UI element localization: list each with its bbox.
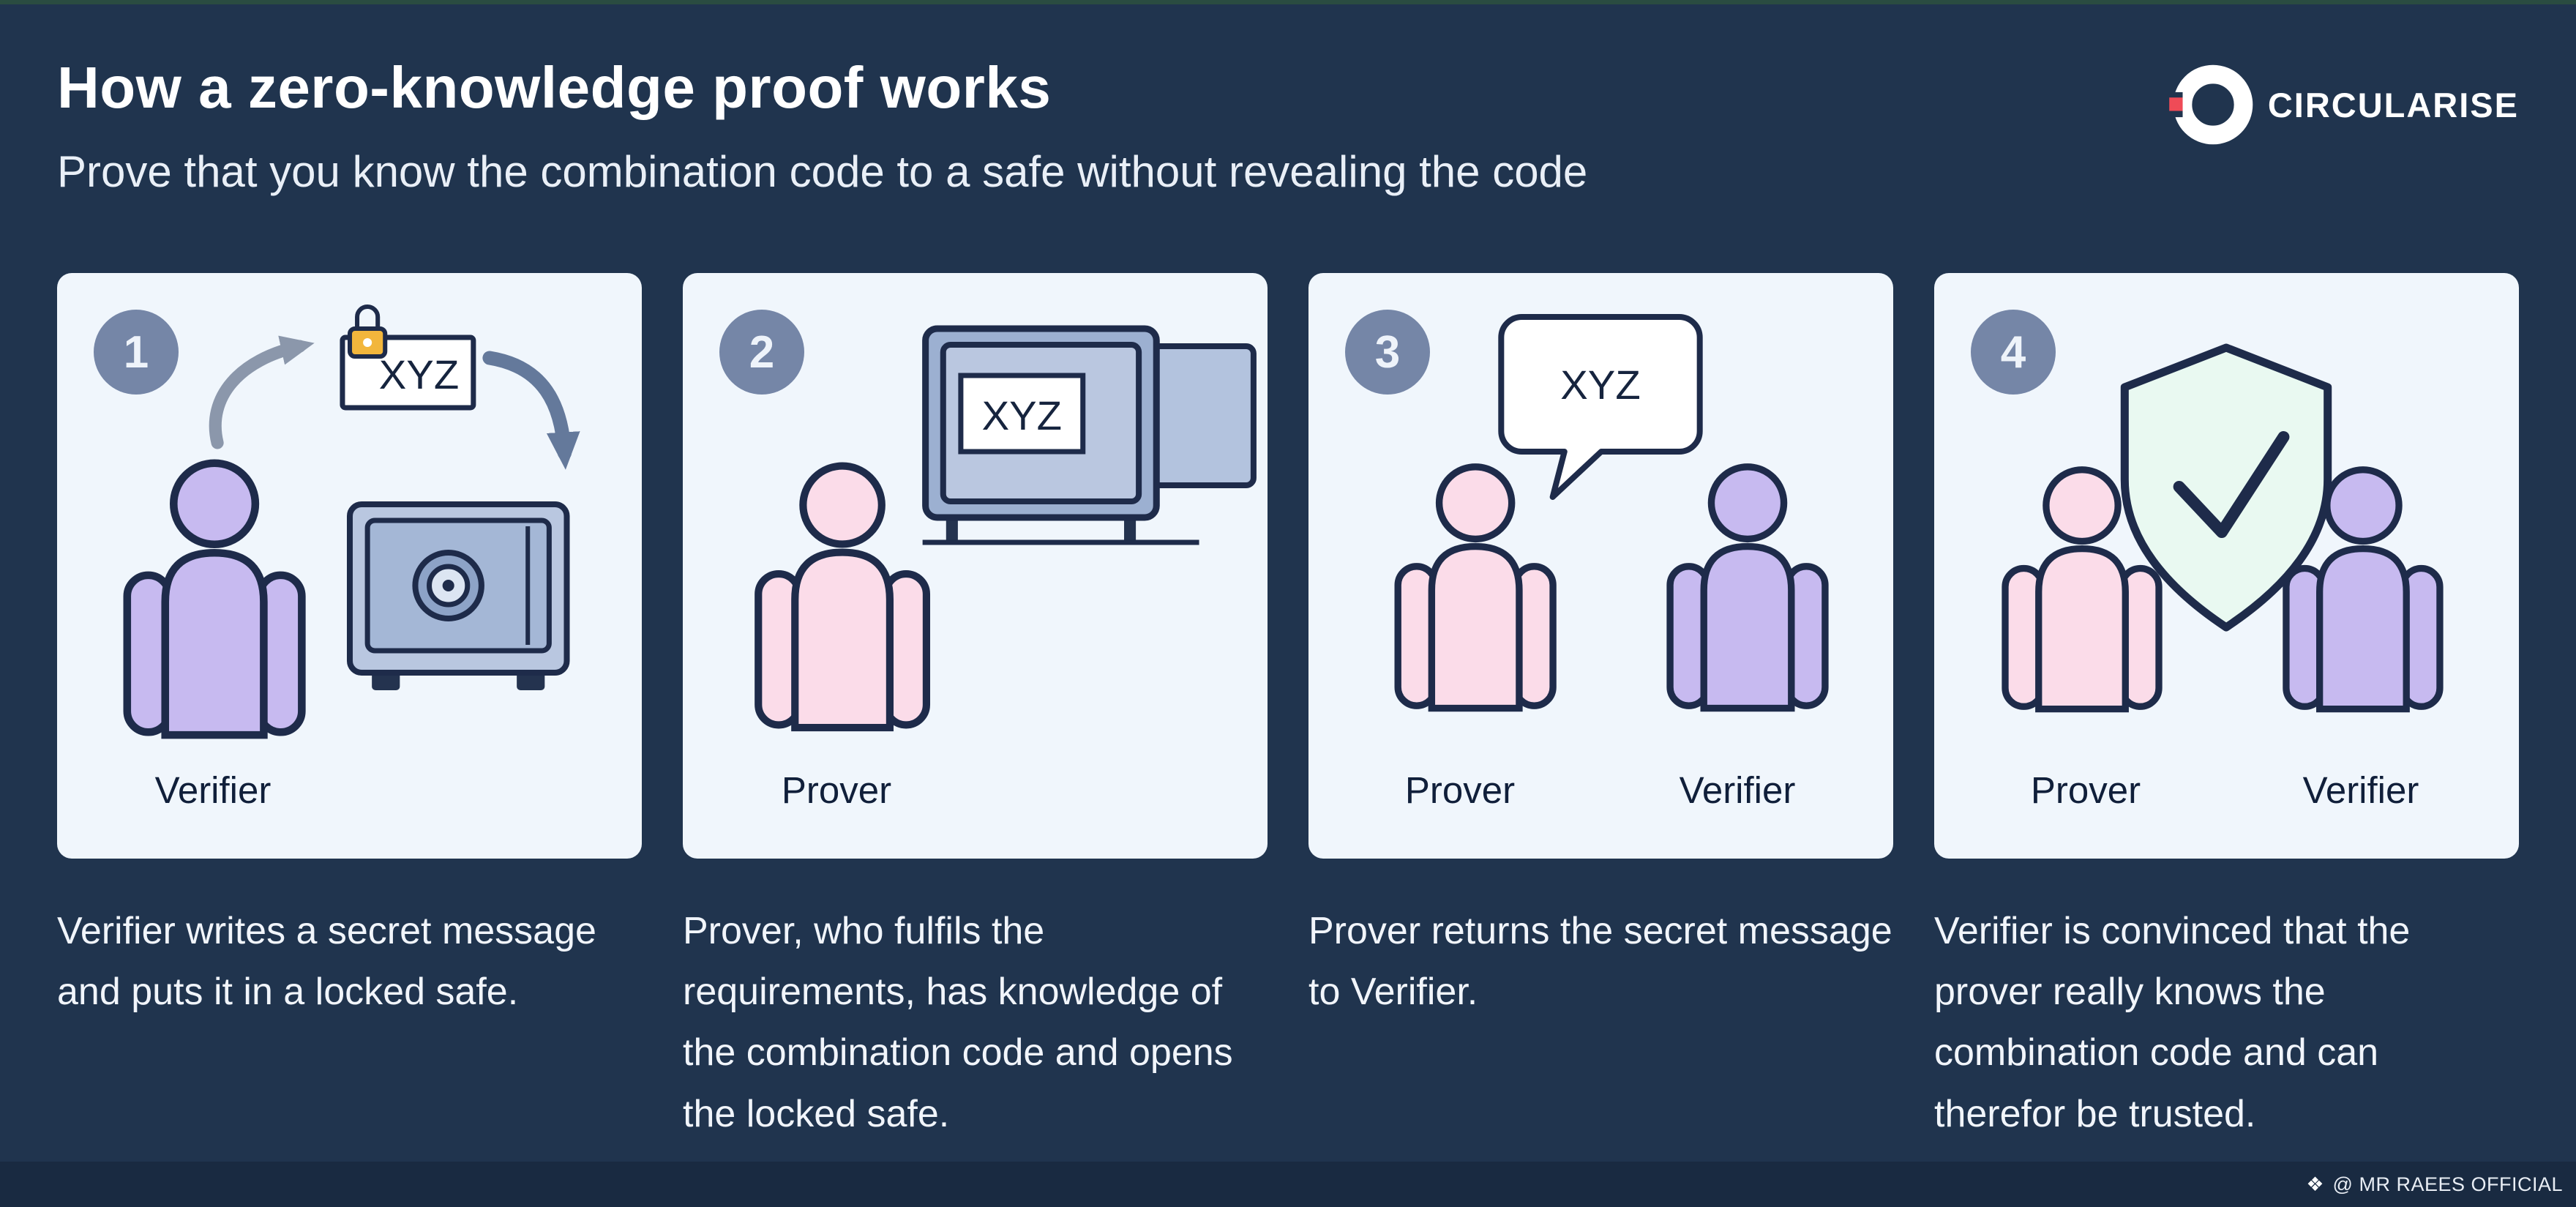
captions-row: Verifier writes a secret message and put…: [57, 901, 2519, 1145]
step-4-illustration: [1934, 343, 2519, 859]
step-number-badge: 3: [1345, 310, 1430, 395]
step-card-3: 3 XYZ Prover Verifier: [1308, 273, 1893, 859]
open-safe-icon: XYZ: [922, 325, 1257, 545]
shield-check-icon: [2120, 343, 2332, 632]
arrow-down-icon: [482, 351, 580, 470]
header-text: How a zero-knowledge proof works Prove t…: [57, 54, 1587, 197]
secret-code-text: XYZ: [1560, 362, 1640, 408]
step-number-badge: 1: [94, 310, 179, 395]
secret-code-text: XYZ: [982, 392, 1062, 438]
prover-person-icon: [1398, 467, 1553, 709]
circularise-logo-icon: [2168, 64, 2253, 145]
padlock-icon: [347, 304, 388, 359]
speech-bubble-icon: XYZ: [1498, 314, 1703, 500]
secret-note-icon: XYZ: [340, 304, 476, 411]
step-number-badge: 2: [719, 310, 804, 395]
locked-safe-icon: [346, 501, 570, 690]
step-4-caption: Verifier is convinced that the prover re…: [1934, 910, 2411, 1135]
footer-band: ❖ @ MR RAEES OFFICIAL: [0, 1162, 2576, 1207]
brand-logo: CIRCULARISE: [2168, 60, 2519, 149]
secret-code-text: XYZ: [379, 351, 459, 397]
page-subtitle: Prove that you know the combination code…: [57, 147, 1588, 196]
arrow-up-icon: [209, 335, 315, 449]
role-label-verifier: Verifier: [154, 769, 272, 811]
step-2-illustration: XYZ: [683, 325, 1257, 859]
steps-row: 1 XYZ: [57, 273, 2519, 859]
role-label-prover: Prover: [1404, 769, 1516, 811]
role-label-prover: Prover: [2030, 769, 2141, 811]
step-1-caption: Verifier writes a secret message and put…: [57, 910, 596, 1014]
verifier-person-icon: [127, 463, 302, 735]
step-1-illustration: XYZ: [57, 304, 580, 859]
role-label-verifier: Verifier: [2302, 769, 2419, 811]
step-card-2: 2 XYZ Prover: [683, 273, 1268, 859]
prover-person-icon: [758, 466, 926, 728]
step-2-caption: Prover, who fulfils the requirements, ha…: [683, 910, 1233, 1135]
credit-text: @ MR RAEES OFFICIAL: [2332, 1173, 2563, 1195]
step-3-caption: Prover returns the secret message to Ver…: [1308, 910, 1892, 1014]
page-title: How a zero-knowledge proof works: [57, 55, 1052, 120]
role-label-verifier: Verifier: [1679, 769, 1796, 811]
verifier-person-icon: [1670, 467, 1825, 709]
step-card-4: 4 Prover Verifier: [1934, 273, 2519, 859]
step-card-1: 1 XYZ: [57, 273, 642, 859]
credit-icon: ❖: [2306, 1173, 2324, 1195]
brand-name: CIRCULARISE: [2267, 85, 2519, 124]
role-label-prover: Prover: [781, 769, 892, 811]
step-number-badge: 4: [1971, 310, 2056, 395]
header: How a zero-knowledge proof works Prove t…: [0, 0, 2576, 197]
step-3-illustration: XYZ: [1308, 314, 1893, 859]
top-accent-line: [0, 0, 2576, 4]
